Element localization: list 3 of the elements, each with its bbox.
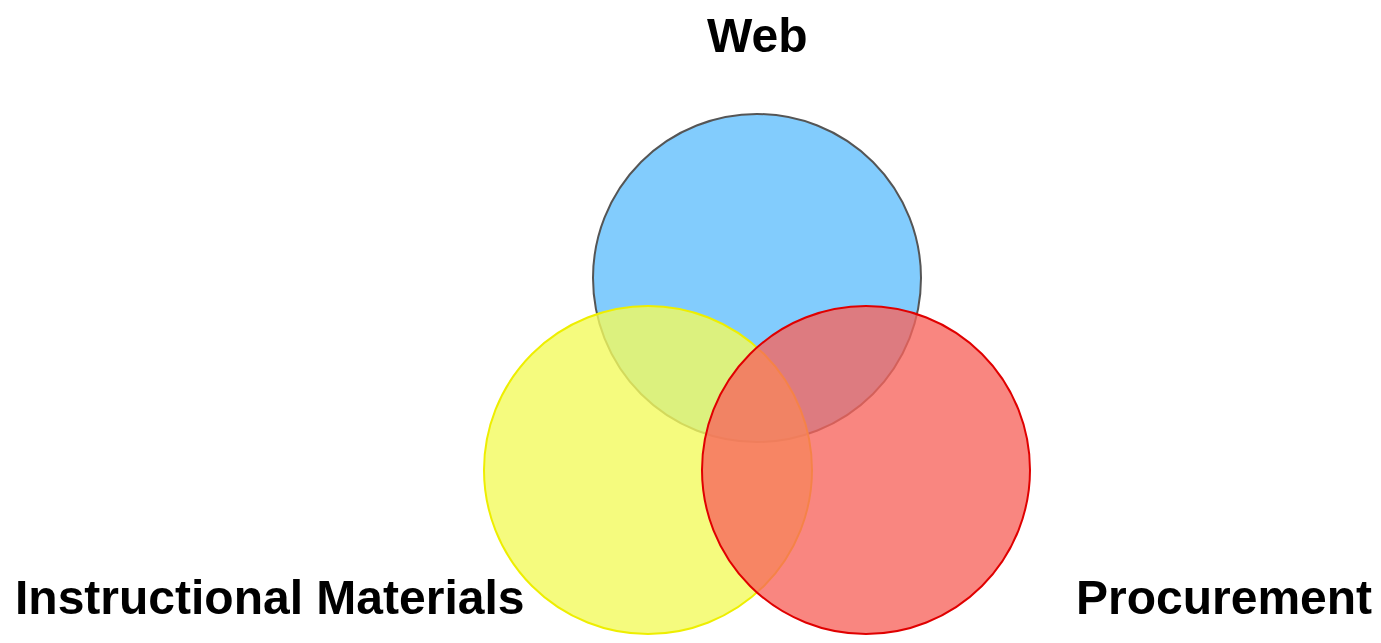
- circle-label: Instructional Materials: [15, 574, 525, 622]
- circle-label: Web: [707, 12, 808, 60]
- circle-label: Procurement: [1076, 574, 1373, 622]
